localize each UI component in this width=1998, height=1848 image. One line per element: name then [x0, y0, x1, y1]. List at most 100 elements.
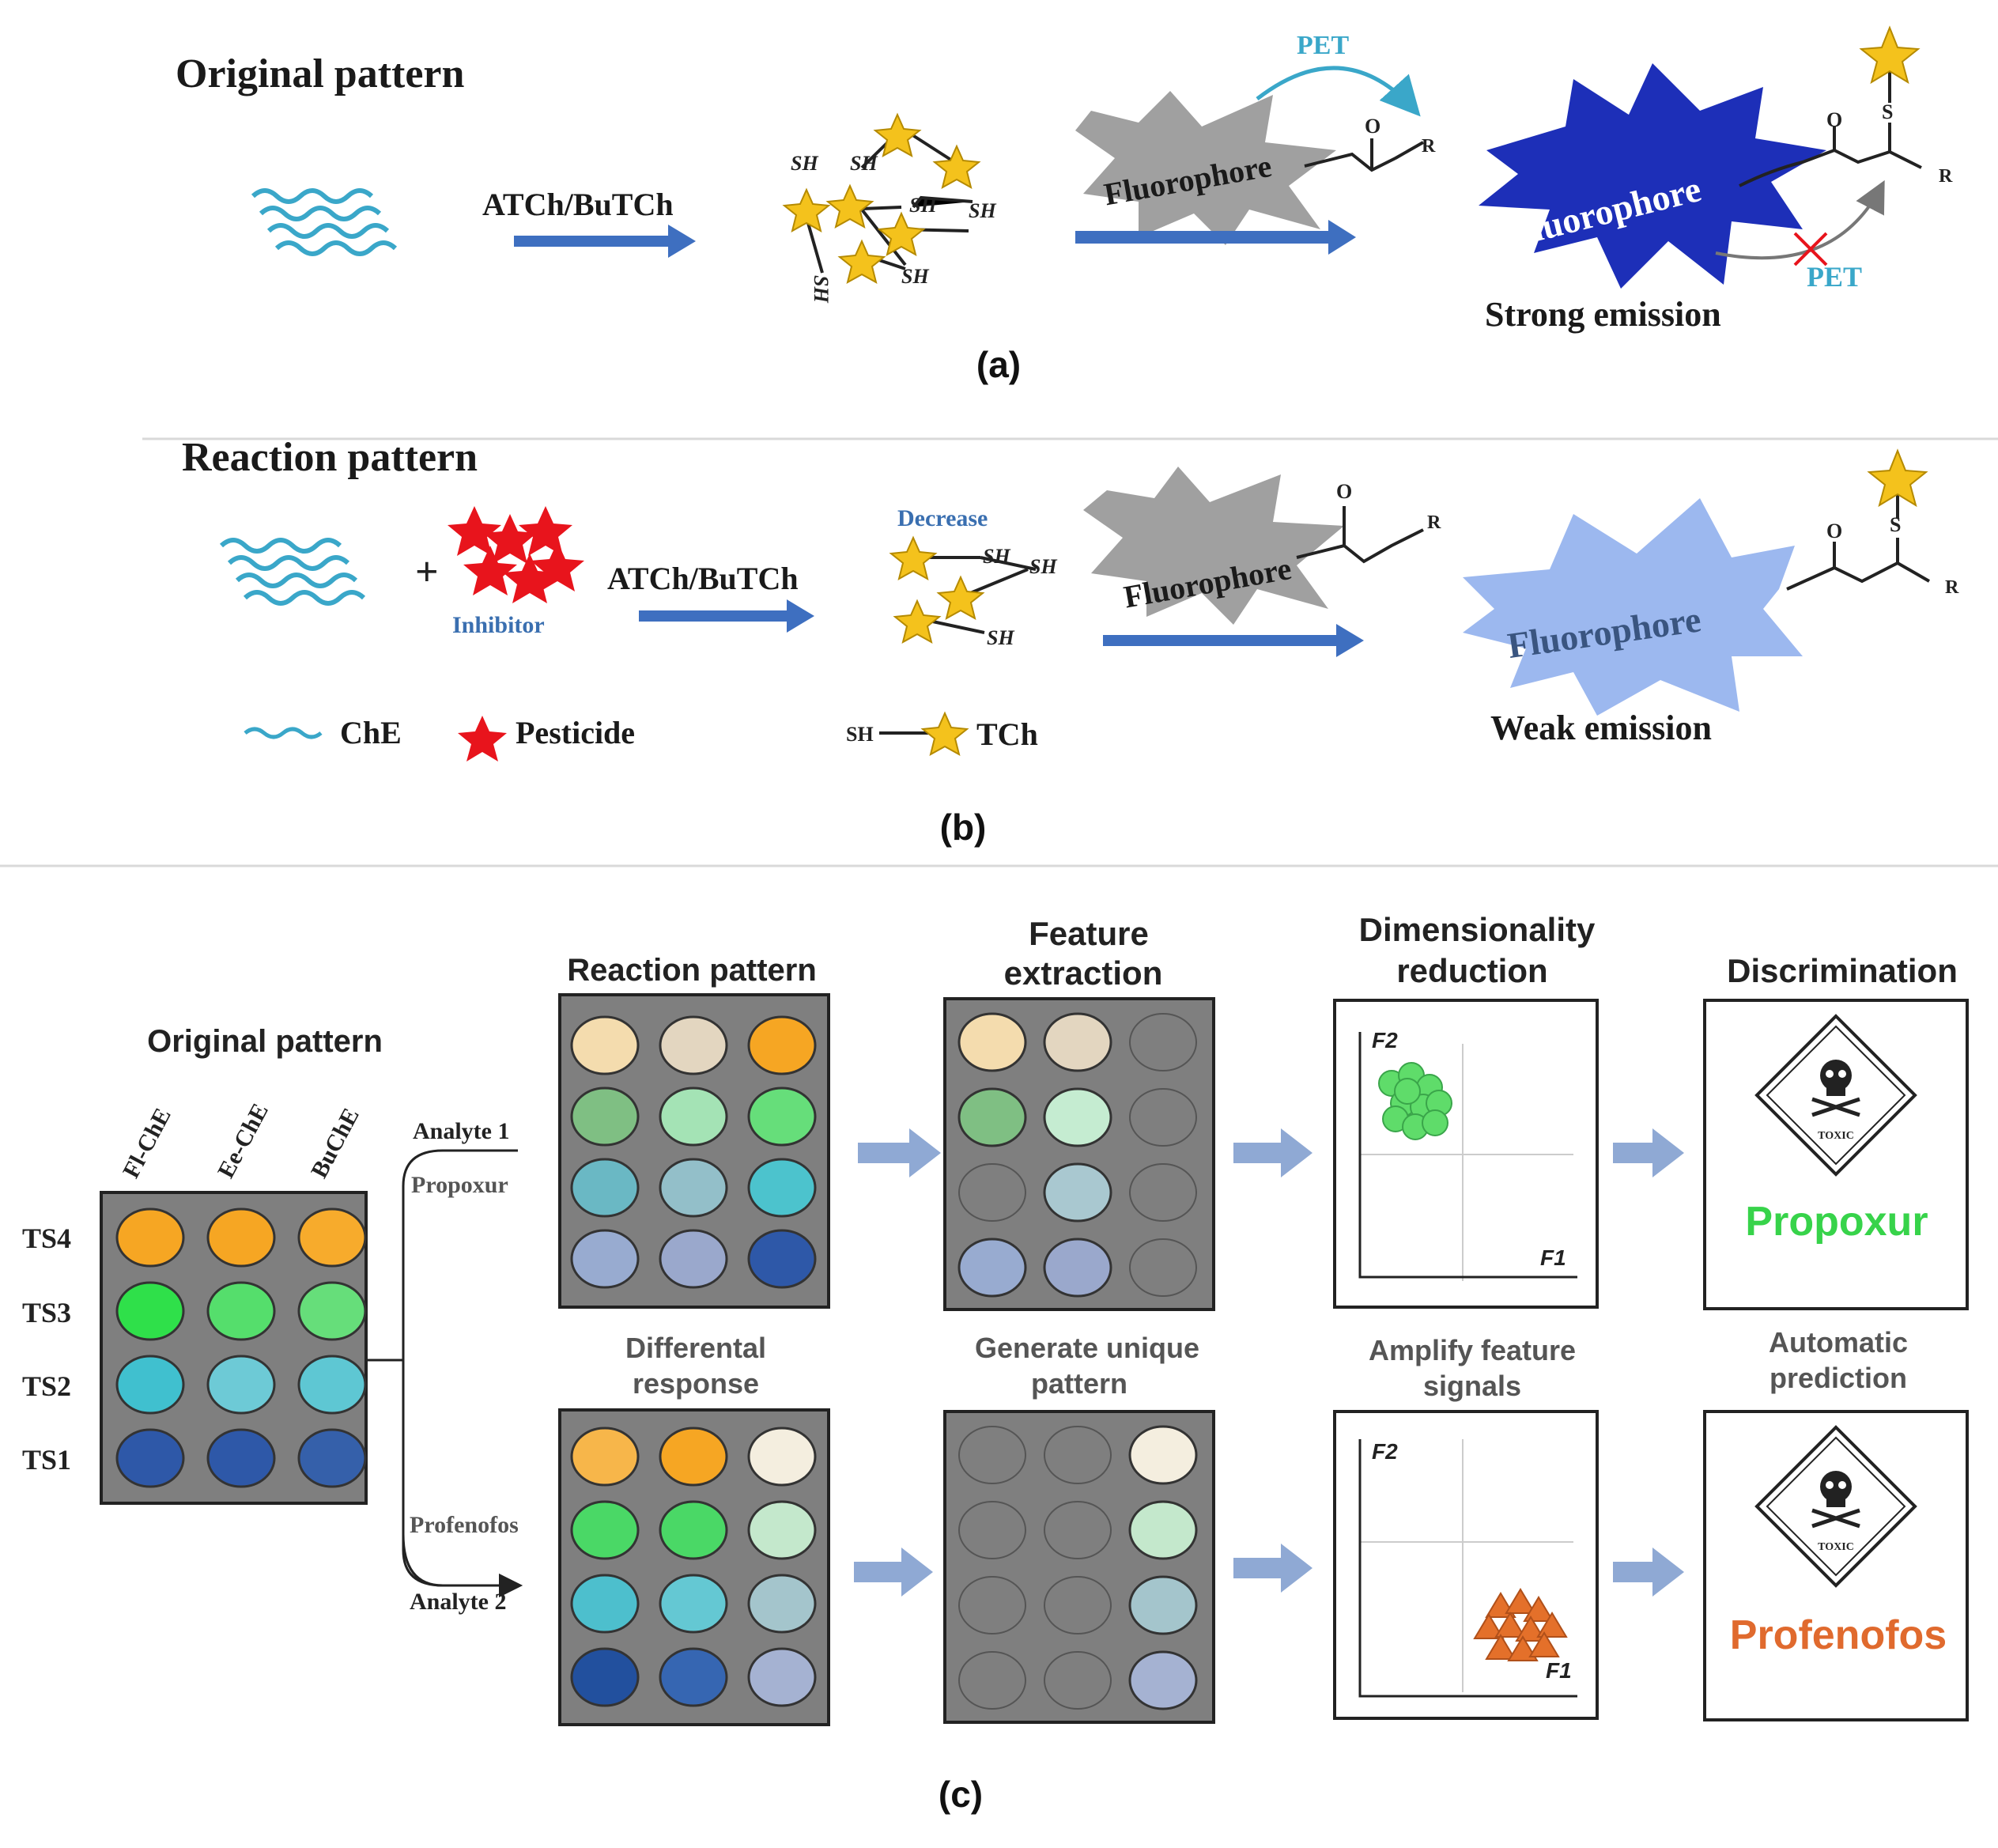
thiocholine-cluster-b: SH SH SH — [889, 535, 1057, 649]
sulfur-s-b: S — [1890, 513, 1901, 536]
reaction-pattern-title: Reaction pattern — [567, 953, 817, 988]
reaction-arrow-b2 — [1103, 624, 1364, 657]
thioether-bonds-b — [1786, 484, 1930, 591]
original-well-r3-c3 — [297, 1355, 367, 1415]
sulfur-s-a: S — [1882, 100, 1893, 123]
strong-fluorophore-burst — [1479, 63, 1826, 289]
skull-icon-top — [1811, 1060, 1860, 1117]
dim-title-line2: reduction — [1396, 952, 1547, 989]
reaction-bottom-well-r2-c2 — [659, 1500, 728, 1560]
r-group-a1: R — [1422, 136, 1436, 157]
light-arrow-5 — [1613, 1128, 1684, 1177]
legend-pesticide-label: Pesticide — [516, 715, 635, 750]
panel-a: Original pattern ATCh/BuTCh SH SH — [176, 25, 1953, 385]
skull-icon-bottom — [1811, 1471, 1860, 1529]
star-gold-6 — [837, 239, 886, 284]
substrate-label-b: ATCh/BuTCh — [607, 561, 799, 596]
sh-label-a3: SH — [909, 194, 937, 217]
star-gold-4 — [825, 183, 874, 229]
sh-label-a5: SH — [901, 265, 929, 288]
profenofos-small-label: Profenofos — [410, 1512, 519, 1538]
thiocholine-cluster-a: SH SH SH SH SH SH — [782, 112, 996, 303]
discrimination-title: Discrimination — [1727, 952, 1958, 989]
feature-bottom-well-r1-c3 — [1128, 1425, 1198, 1485]
f1-label-bottom: F1 — [1546, 1658, 1572, 1683]
legend-che-icon — [244, 727, 323, 739]
reaction-bottom-well-r3-c3 — [747, 1574, 817, 1634]
legend-pesticide-star-icon — [458, 716, 507, 761]
row-label-ts4: TS4 — [22, 1223, 71, 1254]
light-arrow-6 — [1613, 1548, 1684, 1597]
decrease-label: Decrease — [897, 505, 988, 531]
reaction-bottom-well-r3-c2 — [659, 1574, 728, 1634]
original-well-r2-c3 — [297, 1281, 367, 1341]
feature-top-well-r3-c1 — [958, 1163, 1026, 1222]
reaction-bottom-well-r4-c1 — [570, 1647, 640, 1707]
original-well-r1-c1 — [115, 1207, 185, 1268]
toxic-placard-bottom: TOXIC Profenofos — [1703, 1410, 1969, 1721]
legend-tch-label: TCh — [976, 716, 1038, 752]
carbonyl-o-a2: O — [1826, 108, 1842, 131]
feature-grid-bottom — [943, 1410, 1215, 1724]
automatic-line1: Automatic — [1769, 1326, 1908, 1359]
feature-top-well-r4-c1 — [957, 1238, 1027, 1298]
f2-label-top: F2 — [1372, 1028, 1398, 1052]
panel-a-title: Original pattern — [176, 51, 465, 96]
feature-title-line2: extraction — [1004, 954, 1163, 992]
reaction-grid-bottom — [558, 1408, 830, 1726]
feature-top-well-r1-c3 — [1129, 1013, 1197, 1071]
light-arrow-2 — [854, 1548, 933, 1597]
column-label-2: Ee-ChE — [213, 1099, 274, 1182]
analyte1-label: Analyte 1 — [413, 1118, 510, 1144]
reaction-top-well-r3-c1 — [570, 1158, 640, 1218]
column-label-1: Fl-ChE — [118, 1104, 176, 1182]
reaction-bottom-well-r4-c2 — [659, 1647, 728, 1707]
reaction-top-well-r3-c2 — [659, 1158, 728, 1218]
original-well-r3-c1 — [115, 1355, 185, 1415]
amplify-line2: signals — [1423, 1370, 1521, 1402]
feature-bottom-well-r4-c1 — [958, 1651, 1026, 1710]
reaction-bottom-well-r4-c3 — [747, 1647, 817, 1707]
feature-bottom-well-r4-c2 — [1044, 1651, 1112, 1710]
feature-top-well-r2-c2 — [1043, 1087, 1112, 1147]
carbonyl-o-b1: O — [1336, 480, 1352, 503]
dim-title-line1: Dimensionality — [1359, 911, 1596, 948]
toxic-label-bottom: TOXIC — [1818, 1541, 1854, 1553]
sh-label-a2: SH — [850, 152, 878, 175]
legend-sh-label: SH — [846, 723, 874, 746]
original-well-r4-c3 — [297, 1428, 367, 1488]
row-label-ts3: TS3 — [22, 1297, 71, 1328]
gray-fluorophore-burst-b — [1083, 467, 1344, 625]
original-well-r3-c2 — [206, 1355, 276, 1415]
pet-block-cross-icon — [1793, 232, 1828, 266]
row-label-ts2: TS2 — [22, 1370, 71, 1402]
automatic-line2: prediction — [1769, 1362, 1907, 1394]
feature-bottom-well-r3-c3 — [1128, 1575, 1198, 1635]
legend-che-label: ChE — [340, 715, 402, 750]
pesticide-inhibitor-cluster — [448, 506, 584, 603]
feature-top-well-r2-c3 — [1129, 1088, 1197, 1147]
panel-a-caption: (a) — [976, 344, 1021, 385]
reaction-top-well-r2-c3 — [747, 1087, 817, 1147]
panel-c: Original pattern Fl-ChE Ee-ChE BuChE TS4… — [22, 911, 1969, 1815]
plus-sign: + — [415, 550, 439, 595]
light-arrow-3 — [1233, 1128, 1312, 1177]
reaction-top-well-r4-c2 — [659, 1229, 728, 1289]
star-gold-5 — [877, 211, 926, 256]
profenofos-result: Profenofos — [1730, 1612, 1947, 1658]
feature-top-well-r3-c3 — [1129, 1163, 1197, 1222]
propoxur-small-label: Propoxur — [411, 1172, 508, 1198]
light-arrow-1 — [858, 1128, 941, 1177]
star-gold-b1 — [889, 535, 938, 580]
toxic-label-top: TOXIC — [1818, 1130, 1854, 1142]
feature-bottom-well-r2-c2 — [1044, 1501, 1112, 1559]
reaction-top-well-r3-c3 — [747, 1158, 817, 1218]
reaction-bottom-well-r1-c1 — [570, 1427, 640, 1487]
f1-label-top: F1 — [1540, 1245, 1566, 1270]
reaction-top-well-r1-c3 — [747, 1015, 817, 1075]
blocked-pet-curve — [1715, 180, 1885, 260]
feature-bottom-well-r1-c1 — [958, 1426, 1026, 1484]
sh-label-a4: SH — [969, 199, 996, 222]
reaction-top-well-r4-c3 — [747, 1229, 817, 1289]
